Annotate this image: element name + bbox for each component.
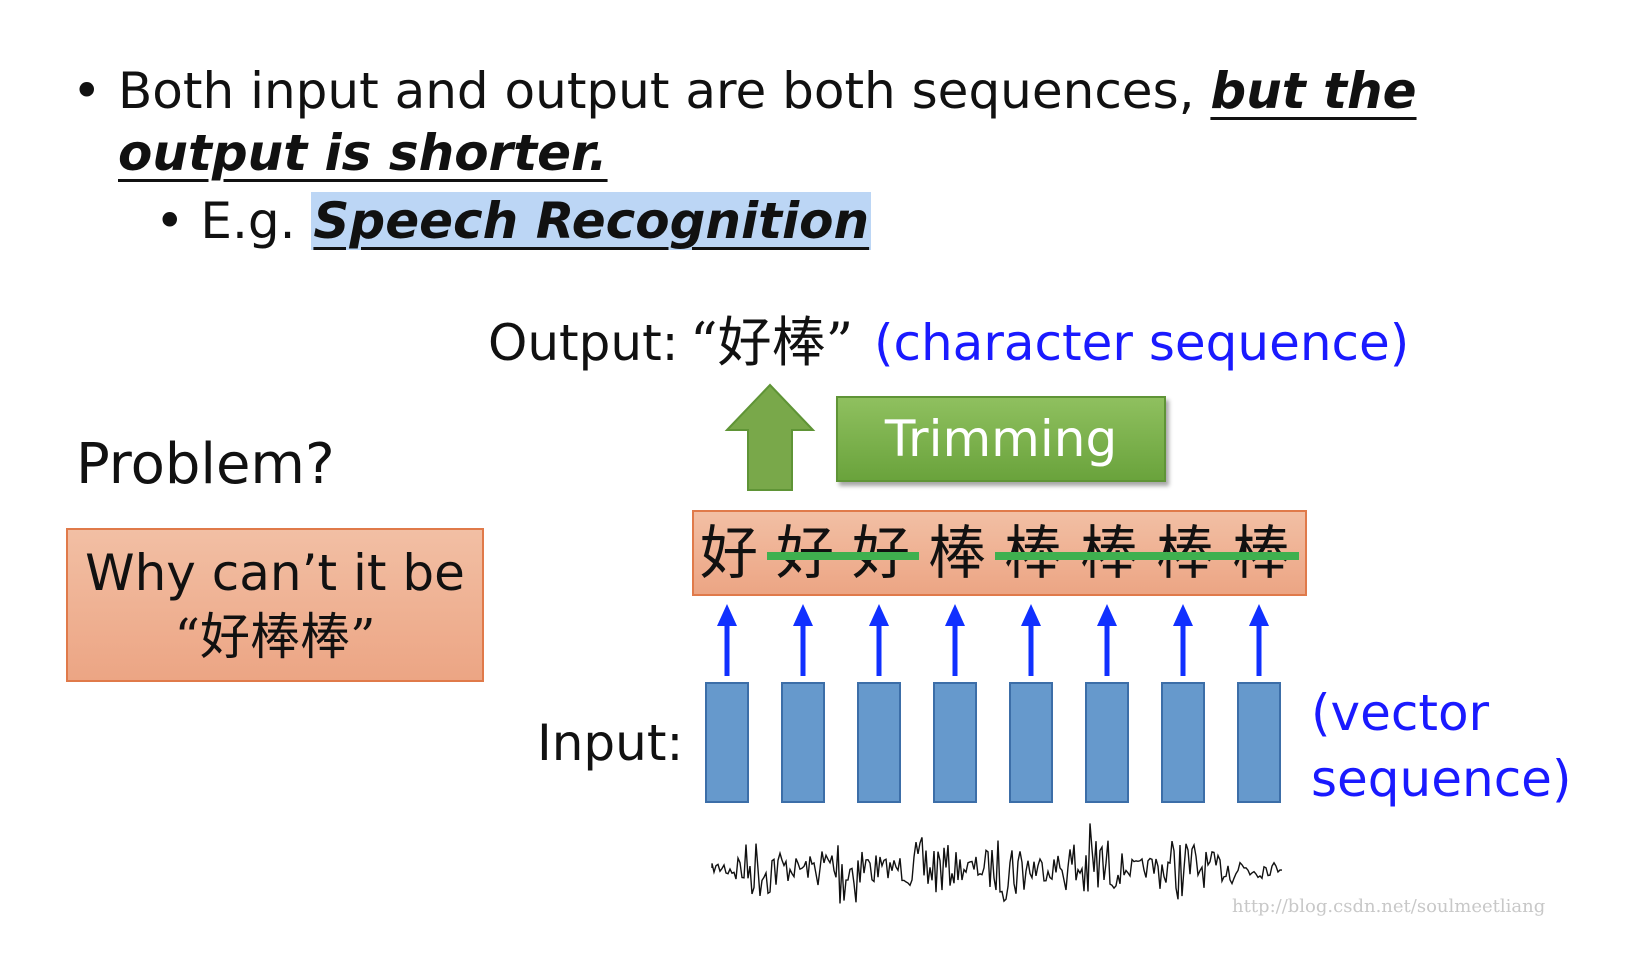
frame-arrows — [717, 604, 1269, 676]
frame-char: 棒 — [1147, 512, 1223, 594]
frame-char: 好 — [767, 512, 843, 594]
input-vector — [781, 682, 825, 803]
bullet-sub-highlight: Speech Recognition — [311, 192, 872, 250]
frame-char: 棒 — [927, 519, 986, 587]
input-vector — [1009, 682, 1053, 803]
problem-title: Problem? — [76, 432, 335, 497]
vector-sequence — [705, 682, 1281, 803]
input-vector — [1161, 682, 1205, 803]
vector-note-line-1: (vector — [1311, 684, 1490, 742]
arrow-head-icon — [1249, 604, 1269, 626]
vector-sequence-note: (vector sequence) — [1311, 680, 1571, 812]
bullet-dot: • — [72, 62, 102, 120]
output-chars: “好棒” — [690, 311, 854, 374]
arrow-head-icon — [793, 604, 813, 626]
problem-line-2: “好棒棒” — [174, 608, 376, 666]
problem-line-1: Why can’t it be — [85, 544, 465, 602]
watermark: http://blog.csdn.net/soulmeetliang — [1232, 896, 1546, 917]
arrow-head-icon — [945, 604, 965, 626]
trim-strike — [1223, 552, 1299, 560]
trim-strike — [1147, 552, 1223, 560]
trim-strike — [995, 552, 1071, 560]
arrow-head-icon — [1021, 604, 1041, 626]
input-vector — [857, 682, 901, 803]
input-vector — [933, 682, 977, 803]
frame-char-strip: 好好好棒棒棒棒棒 — [692, 510, 1307, 596]
frame-char: 好 — [843, 512, 919, 594]
trimming-label: Trimming — [884, 410, 1118, 468]
input-vector — [1085, 682, 1129, 803]
trim-strike — [1071, 552, 1147, 560]
input-vector — [705, 682, 749, 803]
bullet-sub-prefix: E.g. — [200, 192, 312, 250]
trim-strike — [767, 552, 843, 560]
frame-char: 棒 — [1071, 512, 1147, 594]
trimming-box: Trimming — [836, 396, 1166, 482]
vector-note-line-2: sequence) — [1311, 750, 1572, 808]
bullet-main-emphasis: but the output is shorter. — [118, 62, 1417, 182]
problem-box: Why can’t it be “好棒棒” — [66, 528, 484, 682]
frame-char: 棒 — [1223, 512, 1299, 594]
frame-char: 棒 — [995, 512, 1071, 594]
input-vector — [1237, 682, 1281, 803]
bullet-main-text: Both input and output are both sequences… — [118, 60, 1538, 184]
arrow-head-icon — [1097, 604, 1117, 626]
trim-strike — [843, 552, 919, 560]
up-arrow-icon — [724, 383, 816, 491]
arrow-head-icon — [1173, 604, 1193, 626]
arrow-head-icon — [869, 604, 889, 626]
output-label: Output: — [488, 314, 679, 372]
output-note: (character sequence) — [874, 314, 1410, 372]
bullet-main-plain: Both input and output are both sequences… — [118, 62, 1211, 120]
frame-char: 好 — [699, 519, 758, 587]
bullet-sub-dot: • — [155, 192, 185, 250]
arrow-head-icon — [717, 604, 737, 626]
audio-waveform — [711, 823, 1283, 904]
input-label: Input: — [537, 714, 684, 772]
bullet-sub: • E.g. Speech Recognition — [155, 190, 872, 252]
